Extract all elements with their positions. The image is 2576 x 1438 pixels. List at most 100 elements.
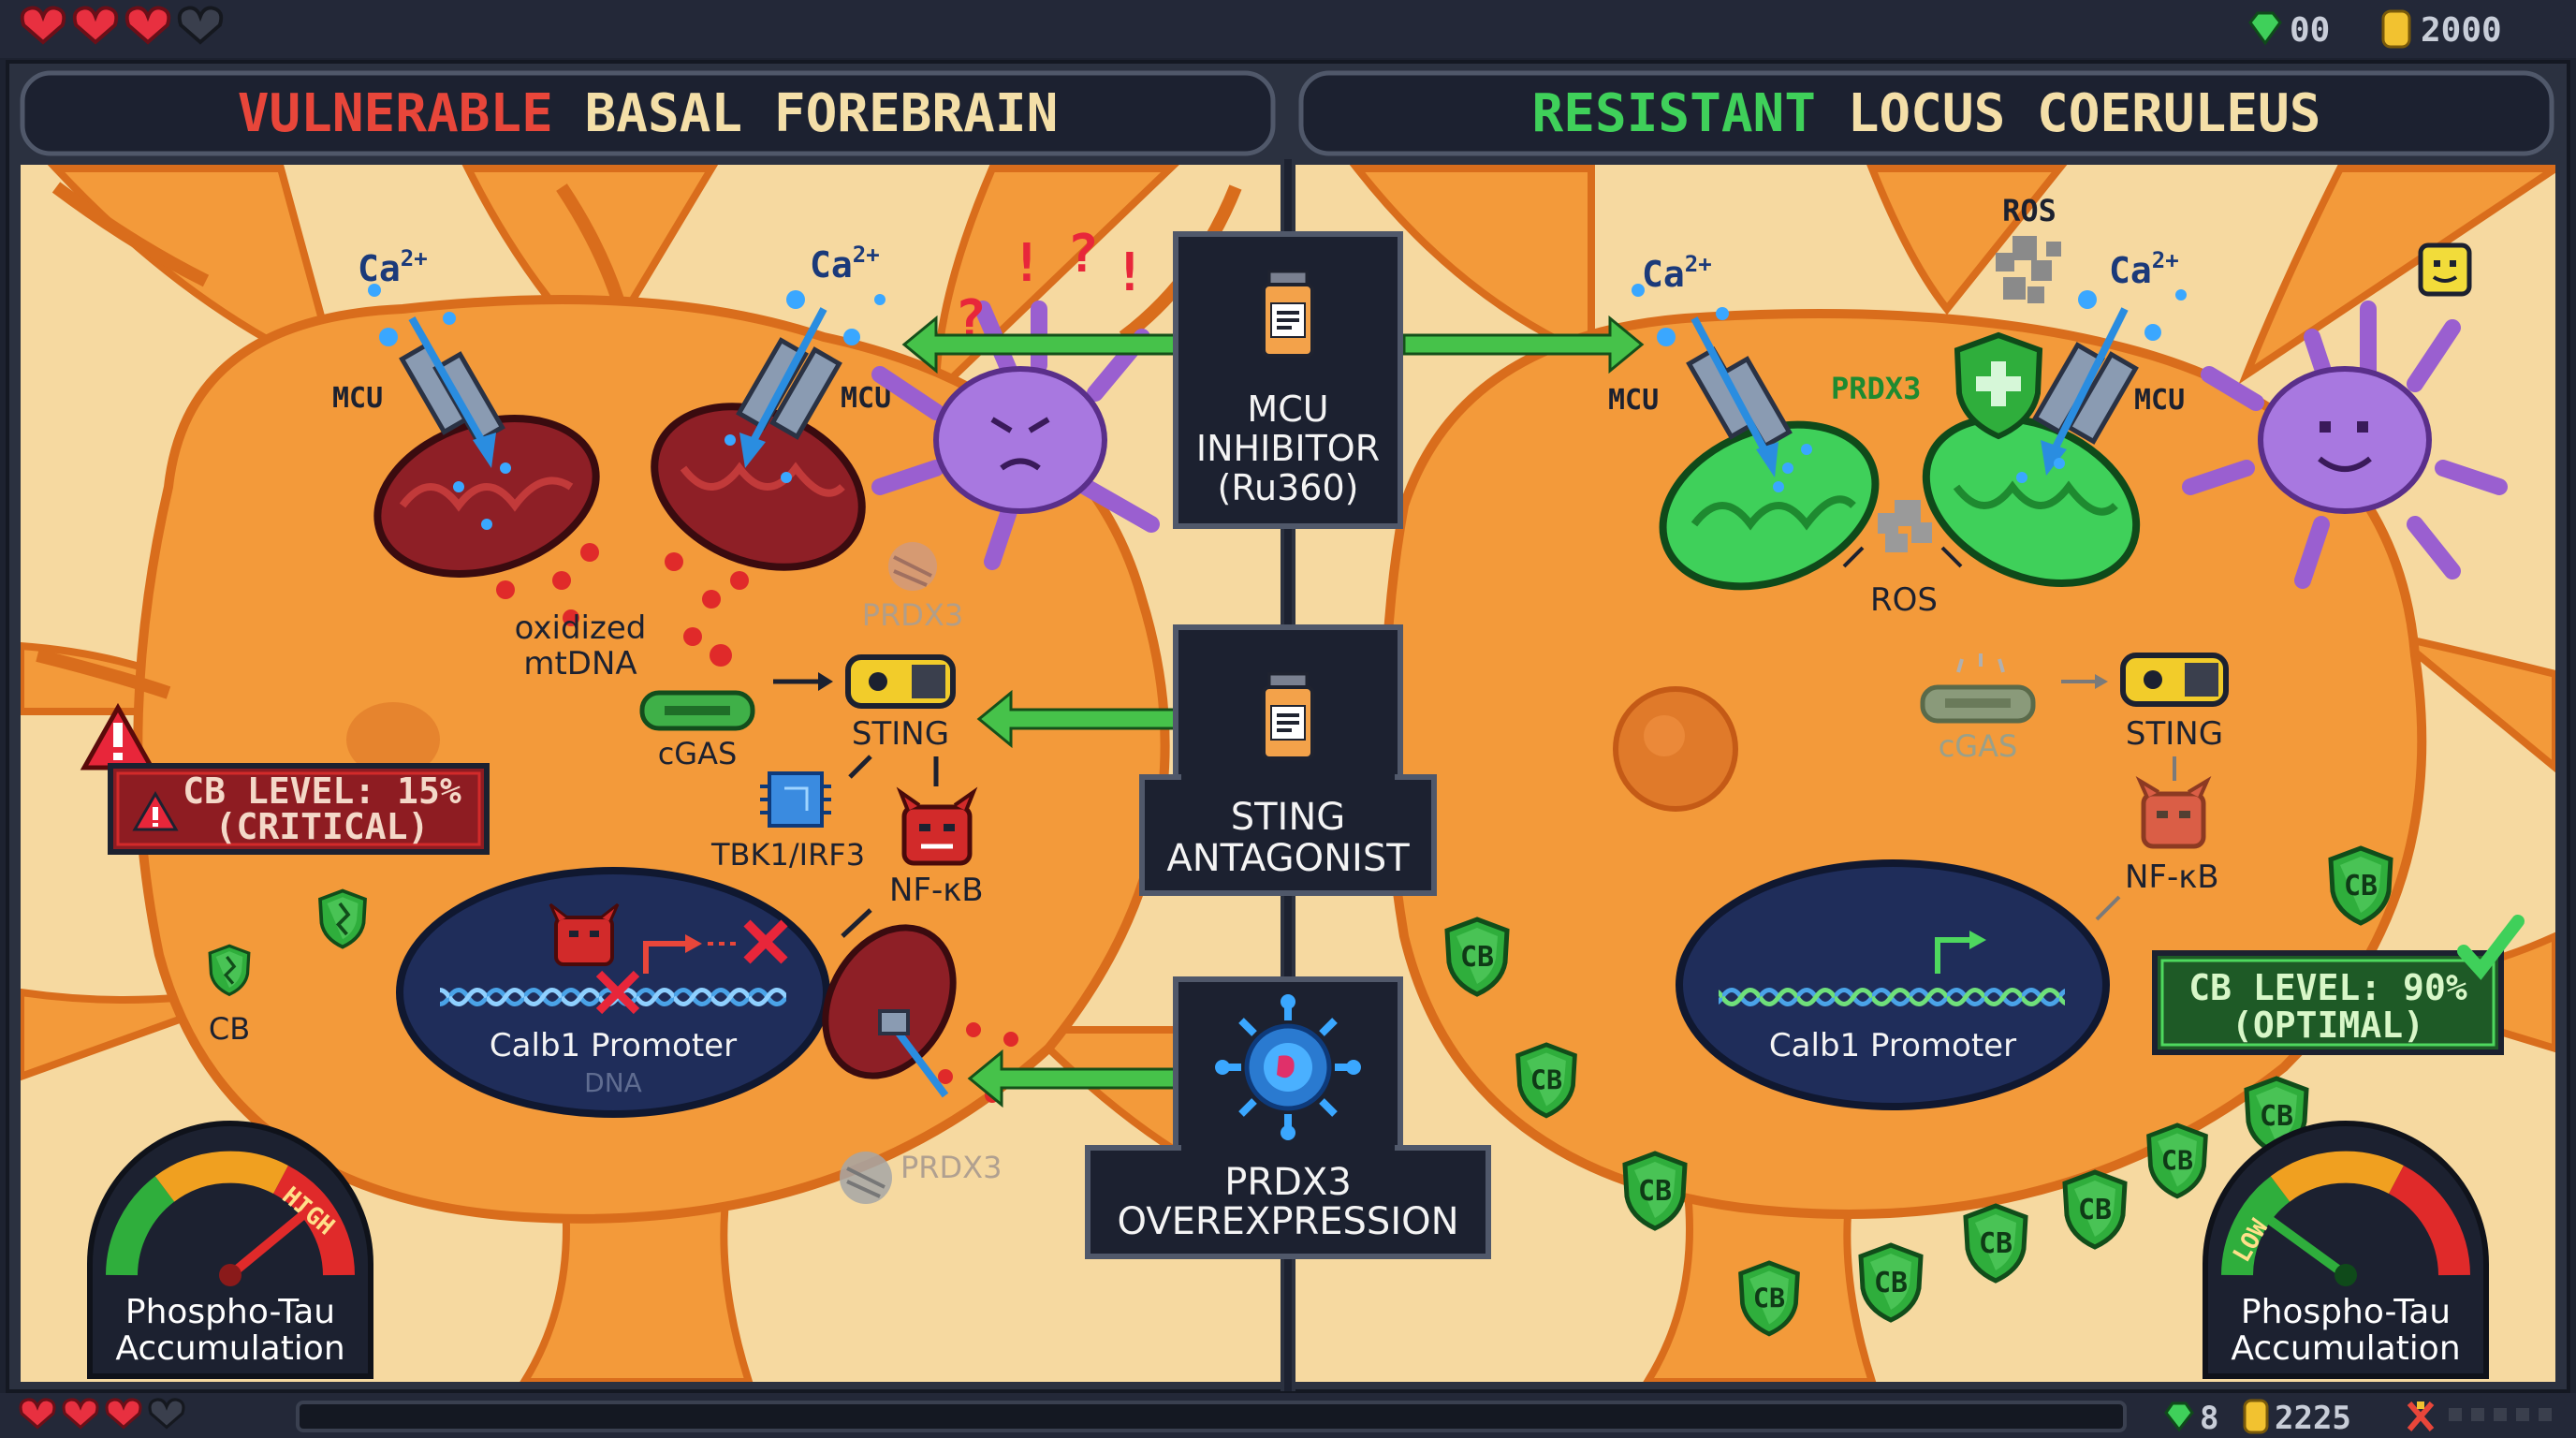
vial-icon-sting <box>1262 672 1314 760</box>
mcu-channel-right-2 <box>2032 307 2139 476</box>
mcu-inhibitor-line2: INHIBITOR <box>1196 428 1380 469</box>
sting-antagonist-card[interactable]: STING ANTAGONIST <box>1139 624 1437 896</box>
cb-shield-icon: CB <box>1966 1206 2026 1281</box>
coin-count: 2000 <box>2421 11 2502 50</box>
sting-protein-left <box>845 654 956 709</box>
cb-level-optimal-value: CB LEVEL: 90% <box>2188 967 2467 1008</box>
prdx3-shield-icon <box>1954 331 2043 440</box>
cb-broken-shield-2 <box>208 944 251 996</box>
cb-level-critical-status: (CRITICAL) <box>215 806 430 847</box>
phospho-tau-gauge-right: LOW Phospho-Tau Accumulation <box>2203 1121 2489 1379</box>
checkmark-icon <box>2457 915 2525 980</box>
cb-shield-label: CB <box>1460 941 1494 974</box>
prdx3-faded-icon <box>888 542 937 591</box>
warning-small-icon <box>132 791 179 831</box>
coin-icon <box>2381 9 2411 49</box>
cb-level-critical-value: CB LEVEL: 15% <box>183 770 461 812</box>
cb-level-optimal-status: (OPTIMAL) <box>2232 1005 2424 1046</box>
cb-label-left: CB <box>209 1011 250 1047</box>
mtdna-label: mtDNA <box>523 645 637 682</box>
mcu-label-right-2: MCU <box>2134 384 2185 417</box>
cb-shield-icon: CB <box>1447 919 1507 994</box>
cgas-inactive <box>1920 653 2036 724</box>
mcu-label-right-1: MCU <box>1608 384 1659 417</box>
nfkb-monster-left <box>896 786 978 866</box>
promoter-label-left: Calb1 Promoter <box>490 1027 737 1064</box>
gauge-label-left-2: Accumulation <box>115 1329 344 1368</box>
bottom-progress-track <box>296 1401 2127 1432</box>
mcu-label-left-2: MCU <box>841 382 891 415</box>
intervention-arrows <box>901 315 1645 1108</box>
cb-shield-label: CB <box>1753 1283 1785 1313</box>
top-coin-counter: 2000 <box>2381 9 2502 50</box>
mitochondrion-right-2 <box>1922 415 2141 587</box>
cb-shield-label: CB <box>1979 1227 2012 1260</box>
cb-shield-label: CB <box>1874 1267 1908 1299</box>
prdx3-card-line2: OVEREXPRESSION <box>1117 1200 1458 1243</box>
right-title-bar: RESISTANT LOCUS COERULEUS <box>1298 70 2554 156</box>
cb-shield-label: CB <box>2260 1100 2293 1133</box>
mcu-inhibitor-line1: MCU <box>1247 389 1328 430</box>
right-panel: Ca2+ Ca2+ MCU MCU PRDX3 ROS <box>1295 165 2555 1382</box>
cb-shield-icon: CB <box>1741 1263 1798 1334</box>
ros-label-top: ROS <box>2002 193 2056 228</box>
cb-shield-label: CB <box>1530 1064 1562 1095</box>
gauge-needle-left <box>226 1211 308 1280</box>
mcu-inhibitor-card[interactable]: MCU INHIBITOR (Ru360) <box>1173 231 1403 529</box>
cb-level-optimal-box: CB LEVEL: 90% (OPTIMAL) <box>2152 915 2525 1055</box>
bottom-coin-count: 2225 <box>2275 1400 2351 1437</box>
mitochondrion-left-1 <box>373 415 600 578</box>
left-title-bar: VULNERABLE BASAL FOREBRAIN <box>20 70 1276 156</box>
bottom-gem-count: 8 <box>2200 1400 2218 1437</box>
happy-microglia-right <box>2182 242 2508 589</box>
nucleus-right: Calb1 Promoter <box>1676 859 2110 1110</box>
top-gem-counter: 00 <box>2248 11 2330 50</box>
mitochondrion-left-2 <box>651 403 866 571</box>
dna-label: DNA <box>584 1067 642 1098</box>
cb-broken-shield-1 <box>318 888 367 949</box>
mcu-channel-left-2 <box>736 307 842 468</box>
tools-icon[interactable] <box>2407 1401 2435 1431</box>
cgas-label: cGAS <box>658 736 738 771</box>
mcu-channel-left-1 <box>399 316 505 468</box>
ros-cloud-mid <box>1878 500 1932 552</box>
prdx3-overexpression-card[interactable]: PRDX3 OVEREXPRESSION <box>1085 976 1491 1259</box>
cb-shield-icon: CB <box>2065 1172 2125 1247</box>
bottom-gem-icon <box>2164 1401 2194 1432</box>
sting-protein-right <box>2120 653 2229 707</box>
mitochondrion-right-1 <box>1659 420 1880 591</box>
gauge-needle-right <box>2265 1215 2350 1280</box>
cb-shield-icon: CB <box>2331 848 2391 923</box>
repressor-monster-icon <box>549 902 620 966</box>
svg-text:!: ! <box>1114 242 1146 303</box>
bottom-coin-icon <box>2243 1399 2269 1434</box>
oxidized-label: oxidized <box>515 609 647 647</box>
calcium-ions-left <box>368 284 886 530</box>
ros-cloud-top <box>1996 236 2061 303</box>
cb-shield-icon: CB <box>1861 1245 1921 1320</box>
top-hud: 00 2000 <box>0 0 2576 58</box>
svg-text:!: ! <box>1011 233 1043 294</box>
cb-level-critical-box: CB LEVEL: 15% (CRITICAL) <box>108 763 490 855</box>
bottom-dots <box>2449 1408 2552 1421</box>
ca-label-right-1: Ca2+ <box>1642 251 1712 295</box>
blocked-x-icon-2 <box>595 970 640 1015</box>
nfkb-label-right: NF-κB <box>2125 858 2219 896</box>
cb-shield-label: CB <box>2161 1145 2193 1176</box>
gem-count: 00 <box>2290 11 2330 50</box>
cb-shield-label: CB <box>1638 1175 1672 1208</box>
cb-shield-cluster: CB CB CB CB CB CB CB CB CB CB <box>1447 848 2391 1334</box>
cgas-enzyme <box>639 690 755 731</box>
gauge-label-right-2: Accumulation <box>2231 1329 2460 1368</box>
tbk1-chip-icon <box>760 771 831 828</box>
prdx3-faded-label: PRDX3 <box>862 597 963 633</box>
phospho-tau-gauge-left: HIGH Phospho-Tau Accumulation <box>87 1121 373 1379</box>
nucleus-left: Calb1 Promoter DNA <box>396 867 830 1118</box>
prdx3-label-right: PRDX3 <box>1831 371 1921 406</box>
mcu-label-left-1: MCU <box>332 382 383 415</box>
gem-icon <box>2248 11 2282 46</box>
svg-text:?: ? <box>1067 224 1099 285</box>
bottom-hud: 8 2225 <box>0 1393 2576 1438</box>
